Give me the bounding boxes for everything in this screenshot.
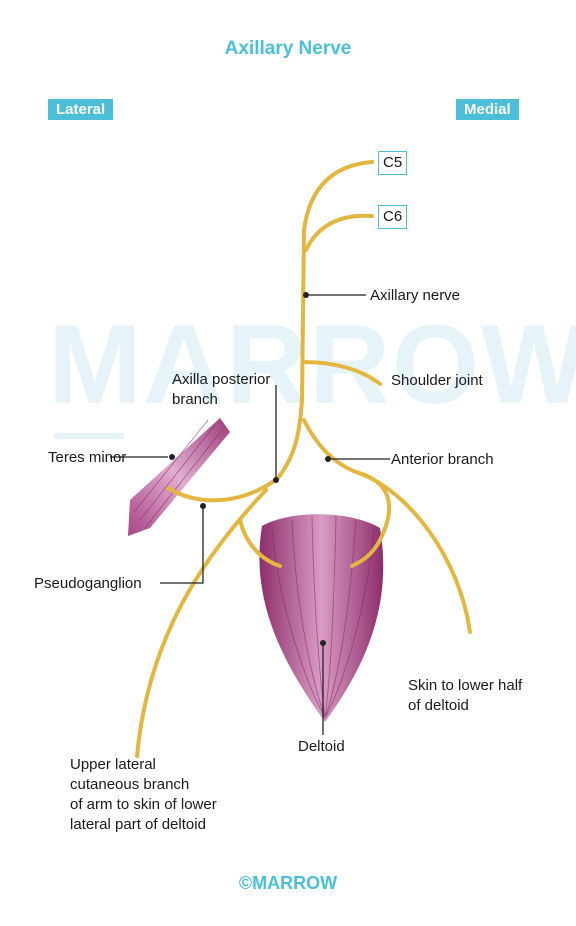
- axilla-posterior-branch-label-2: branch: [172, 391, 218, 408]
- diagram-title: Axillary Nerve: [224, 38, 352, 59]
- upper-lateral-label-1: Upper lateral: [70, 756, 156, 773]
- skin-lower-half-label-1: Skin to lower half: [408, 677, 523, 694]
- copyright-text: ©MARROW: [238, 873, 338, 893]
- c5-root-label: C5: [378, 151, 408, 175]
- deltoid-muscle: [259, 514, 384, 722]
- axilla-posterior-branch-label-1: Axilla posterior: [172, 371, 271, 388]
- upper-lateral-label-4: lateral part of deltoid: [70, 816, 206, 833]
- shoulder-joint-label: Shoulder joint: [391, 372, 483, 389]
- medial-tag: Medial: [456, 99, 519, 120]
- nerve-branches: [135, 160, 472, 758]
- leader-lines: [110, 294, 390, 735]
- upper-lateral-label-3: of arm to skin of lower: [70, 796, 217, 813]
- pseudoganglion-label: Pseudoganglion: [34, 575, 142, 592]
- axillary-nerve-label: Axillary nerve: [370, 287, 461, 304]
- c6-root-label: C6: [378, 205, 408, 229]
- leader-dots: [169, 292, 331, 646]
- anterior-branch-label: Anterior branch: [391, 451, 494, 468]
- teres-minor-muscle: [128, 418, 230, 536]
- deltoid-label: Deltoid: [298, 738, 345, 755]
- watermark-bar: [54, 433, 124, 439]
- lateral-tag: Lateral: [48, 99, 114, 120]
- watermark-text: MARROW: [48, 302, 576, 427]
- skin-lower-half-label-2: of deltoid: [408, 697, 469, 714]
- upper-lateral-label-2: cutaneous branch: [70, 776, 190, 793]
- teres-minor-label: Teres minor: [48, 449, 127, 466]
